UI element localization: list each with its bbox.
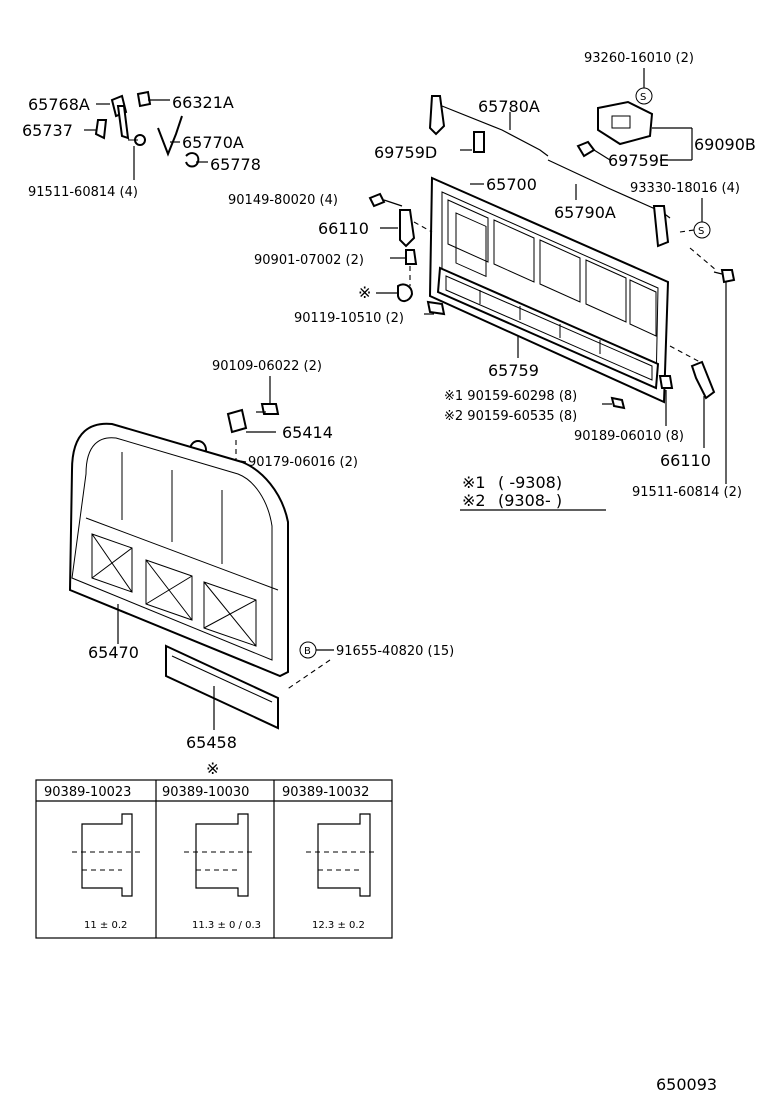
label-90159-60535: ※2 90159-60535 (8) xyxy=(444,409,577,424)
label-93260-16010: 93260-16010 (2) xyxy=(584,51,694,66)
label-69759E: 69759E xyxy=(608,151,669,170)
label-69090B: 69090B xyxy=(694,135,756,154)
diagram-code: 650093 xyxy=(656,1075,717,1094)
s-mark-icon xyxy=(635,87,653,105)
label-65790A: 65790A xyxy=(554,203,616,222)
label-65770A: 65770A xyxy=(182,133,244,152)
label-65759: 65759 xyxy=(488,361,539,380)
table-dim-1: 11 ± 0.2 xyxy=(84,920,127,931)
hinge-66110-left xyxy=(380,209,433,248)
ref-mark-bushing: ※ xyxy=(358,283,371,302)
year-note: ※1 ( -9308) ※2 (9308- ) xyxy=(460,473,606,511)
table-dim-2: 11.3 ± 0 / 0.3 xyxy=(192,920,261,931)
tailgate-handle-group xyxy=(576,100,693,161)
label-90179-06016: 90179-06016 (2) xyxy=(248,455,358,470)
bushing-icon xyxy=(397,283,414,302)
label-65737: 65737 xyxy=(22,121,73,140)
label-65414: 65414 xyxy=(282,423,333,442)
label-91511-60814-4: 91511-60814 (4) xyxy=(28,185,138,200)
label-66321A: 66321A xyxy=(172,93,234,112)
bolt-90109 xyxy=(256,403,280,415)
label-69759D: 69759D xyxy=(374,143,437,162)
note-range-1: ( -9308) xyxy=(498,473,562,492)
label-65780A: 65780A xyxy=(478,97,540,116)
s-mark-icon-2 xyxy=(693,221,711,239)
label-90109-06022: 90109-06022 (2) xyxy=(212,359,322,374)
label-65768A: 65768A xyxy=(28,95,90,114)
s-mark-label-2: S xyxy=(698,226,704,237)
rod-65780A xyxy=(428,95,549,157)
b-mark-label: B xyxy=(304,646,311,657)
label-90901-07002: 90901-07002 (2) xyxy=(254,253,364,268)
note-mark-1: ※1 xyxy=(462,473,486,492)
label-65778: 65778 xyxy=(210,155,261,174)
label-90149-80020: 90149-80020 (4) xyxy=(228,193,338,208)
note-range-2: (9308- ) xyxy=(498,491,562,510)
note-mark-2: ※2 xyxy=(462,491,486,510)
table-ref-mark: ※ xyxy=(206,759,219,778)
table-header-1: 90389-10023 xyxy=(44,785,131,800)
bracket-65414 xyxy=(226,408,276,434)
table-header-3: 90389-10032 xyxy=(282,785,369,800)
gasket-65759 xyxy=(436,266,660,390)
label-91511-60814-2: 91511-60814 (2) xyxy=(632,485,742,500)
label-90189-06010: 90189-06010 (8) xyxy=(574,429,684,444)
label-93330-18016: 93330-18016 (4) xyxy=(630,181,740,196)
latch-hardware-group xyxy=(84,90,208,180)
bolt-90119 xyxy=(424,300,446,316)
bolt-91511-right xyxy=(689,247,736,484)
label-65700: 65700 xyxy=(486,175,537,194)
bolt-90149 xyxy=(368,192,403,208)
table-dim-3: 12.3 ± 0.2 xyxy=(312,920,365,931)
label-65470: 65470 xyxy=(88,643,139,662)
label-65458: 65458 xyxy=(186,733,237,752)
bushing-table: 90389-10023 90389-10030 90389-10032 11 ±… xyxy=(35,779,393,939)
nut-90189 xyxy=(658,375,674,426)
label-66110-top: 66110 xyxy=(318,219,369,238)
rod-65790A xyxy=(547,159,671,248)
hinge-66110-right xyxy=(669,345,716,448)
rail-65458 xyxy=(165,644,279,730)
pin-90901 xyxy=(390,249,418,286)
label-91655-40820: 91655-40820 (15) xyxy=(336,644,454,659)
label-66110-bottom: 66110 xyxy=(660,451,711,470)
s-mark-label: S xyxy=(640,92,646,103)
table-header-2: 90389-10030 xyxy=(162,785,249,800)
screw-90159 xyxy=(602,396,626,410)
header-board-65470 xyxy=(68,422,289,678)
label-90119-10510: 90119-10510 (2) xyxy=(294,311,404,326)
label-90159-60298: ※1 90159-60298 (8) xyxy=(444,389,577,404)
